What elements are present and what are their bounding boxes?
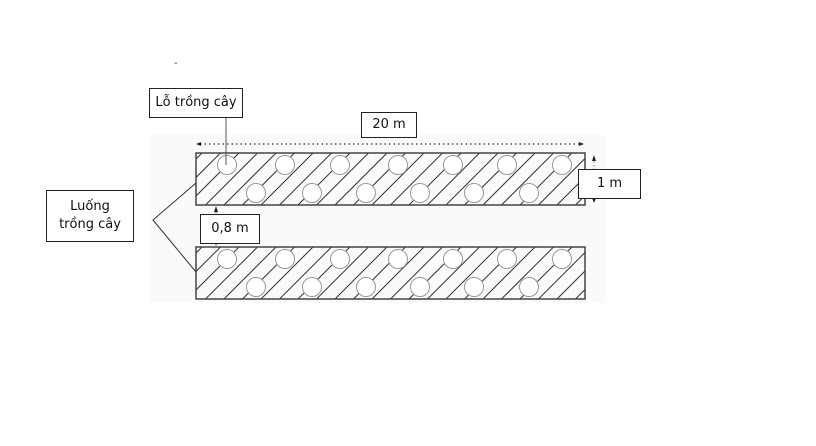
planting-hole xyxy=(519,277,539,297)
planting-hole xyxy=(552,249,572,269)
gap-label: 0,8 m xyxy=(200,214,260,244)
hatch-line xyxy=(223,153,277,205)
arrow-down-icon xyxy=(592,198,596,203)
hatch-line xyxy=(196,247,221,273)
hatch-line xyxy=(390,153,443,205)
planting-hole xyxy=(302,183,322,203)
arrow-right-icon xyxy=(579,142,584,146)
hatch-line xyxy=(538,157,585,205)
planting-hole xyxy=(356,277,376,297)
planting-hole xyxy=(217,249,237,269)
hatch-line xyxy=(390,247,443,299)
planting-hole xyxy=(464,277,484,297)
planting-hole xyxy=(356,183,376,203)
planting-hole xyxy=(519,183,539,203)
hatch-line xyxy=(631,247,683,299)
hatch-line xyxy=(316,247,369,299)
stray-mark: - xyxy=(174,58,178,69)
planting-hole xyxy=(443,249,463,269)
hole-label: Lỗ trồng cây xyxy=(149,88,243,118)
hatch-line xyxy=(501,153,554,205)
planting-hole xyxy=(410,277,430,297)
planting-hole xyxy=(330,249,350,269)
arrow-left-icon xyxy=(196,142,201,146)
arrow-up-icon xyxy=(592,155,596,161)
length-label: 20 m xyxy=(361,112,417,138)
planting-hole xyxy=(275,249,295,269)
bed-label-line1: Luống xyxy=(70,199,110,215)
planting-hole xyxy=(330,155,350,175)
hatch-line xyxy=(205,153,258,205)
bed-outline xyxy=(195,246,586,300)
bed-label: Luống trồng cây xyxy=(46,190,134,242)
hatch-line xyxy=(196,153,221,179)
planting-hole xyxy=(217,155,237,175)
hatch-line xyxy=(575,288,585,299)
planting-hole xyxy=(302,277,322,297)
arrow-up-icon xyxy=(214,206,218,212)
planting-hole xyxy=(388,249,408,269)
planting-hole xyxy=(552,155,572,175)
hatch-line xyxy=(556,270,585,299)
hatch-line xyxy=(445,153,499,205)
hatch-line xyxy=(260,247,314,299)
hatch-line xyxy=(371,247,425,299)
hatch-line xyxy=(223,247,277,299)
hatch-line xyxy=(501,247,554,299)
bed-label-line2: trồng cây xyxy=(59,217,121,232)
planting-hole xyxy=(497,155,517,175)
planting-hole xyxy=(464,183,484,203)
hatch-line xyxy=(279,247,332,299)
hatch-line xyxy=(260,153,314,205)
hatch-line xyxy=(371,153,425,205)
planting-bed-1 xyxy=(195,152,586,206)
planting-hole xyxy=(410,183,430,203)
planting-hole xyxy=(388,155,408,175)
planting-hole xyxy=(275,155,295,175)
hatch-line xyxy=(445,247,499,299)
hatch-line xyxy=(427,153,480,205)
width-label: 1 m xyxy=(578,169,641,199)
hatch-line xyxy=(482,247,536,299)
hatch-line xyxy=(205,247,258,299)
hatch-line xyxy=(316,153,369,205)
hatch-line xyxy=(334,153,388,205)
hatch-line xyxy=(279,153,332,205)
hatch-line xyxy=(334,247,388,299)
planting-hole xyxy=(246,183,266,203)
hatch-line xyxy=(538,251,585,299)
hatch-line xyxy=(427,247,480,299)
bed-pointer-lines xyxy=(152,182,197,273)
planting-hole xyxy=(246,277,266,297)
planting-hole xyxy=(497,249,517,269)
planting-bed-2 xyxy=(195,246,683,300)
hatch-line xyxy=(482,153,536,205)
planting-hole xyxy=(443,155,463,175)
hatch-line xyxy=(613,247,665,299)
